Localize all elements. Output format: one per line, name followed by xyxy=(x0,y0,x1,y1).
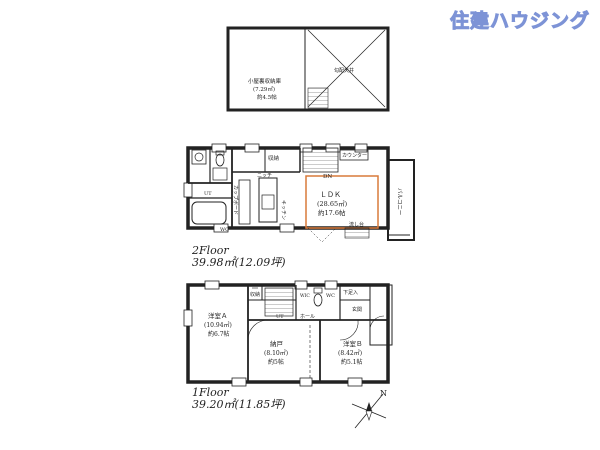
hall-label: ホール xyxy=(300,314,315,320)
kitchen-label: キッチン xyxy=(280,200,286,220)
f1-floor-area: 39.20㎡(11.85坪) xyxy=(192,398,286,411)
room-b-name: 洋室Ｂ xyxy=(343,339,363,348)
f1-storage-label: 収納 xyxy=(250,291,260,298)
f1-ut-label: UT xyxy=(276,314,284,320)
attic-floor: 小屋裏収納庫 (7.29㎡) 約4.5帖 勾配天井 xyxy=(226,26,390,112)
attic-name: 小屋裏収納庫 xyxy=(248,77,282,85)
f2-sink-label: 流し台 xyxy=(349,221,364,228)
room-a-area: (10.94㎡) xyxy=(204,321,232,329)
attic-area: (7.29㎡) xyxy=(253,85,275,93)
closet-name: 納戸 xyxy=(270,339,284,348)
f1-floor-name: 1Floor xyxy=(192,386,229,399)
room-a-name: 洋室Ａ xyxy=(208,311,228,320)
f2-floor-name: 2Floor xyxy=(192,244,229,257)
first-floor: 洋室Ａ (10.94㎡) 約6.7帖 納戸 (8.10㎡) 約5帖 洋室Ｂ (8… xyxy=(183,280,393,387)
ldk-name: ＬＤＫ xyxy=(320,191,341,199)
f2-counter-label: カウンター xyxy=(342,152,367,159)
attic-ceiling-label: 勾配天井 xyxy=(334,67,354,74)
f2-floor-area: 39.98㎡(12.09坪) xyxy=(192,256,286,269)
closet-area: (8.10㎡) xyxy=(264,349,288,357)
room-b-tatami: 約5.1帖 xyxy=(341,358,363,366)
f2-storage-label: 収納 xyxy=(268,154,280,162)
f1-wc-label: WC xyxy=(326,293,335,299)
brand-logo: 住建ハウジング xyxy=(449,10,590,33)
shoe-label: 下足入 xyxy=(343,290,358,296)
closet-tatami: 約5帖 xyxy=(268,358,284,366)
room-a-tatami: 約6.7帖 xyxy=(208,330,230,338)
room-b-area: (8.42㎡) xyxy=(338,349,362,357)
balcony-label: バルコニー xyxy=(396,188,403,215)
attic-tatami: 約4.5帖 xyxy=(257,93,277,101)
f2-wc-label: WC xyxy=(220,227,229,233)
ldk-area: (28.65㎡) xyxy=(317,199,348,208)
ldk-tatami: 約17.6帖 xyxy=(318,208,346,217)
cupboard-label: カップボード xyxy=(232,185,239,215)
f2-dn-label: DN xyxy=(323,174,332,180)
f2-niche-label: ニッチ xyxy=(257,173,272,179)
entrance-label: 玄関 xyxy=(352,306,362,313)
wic-label: WIC xyxy=(300,293,310,299)
f2-utility-label: UT xyxy=(204,191,212,197)
compass-north-label: N xyxy=(380,389,387,398)
compass-rose: N xyxy=(351,389,387,429)
second-floor: 収納 カウンター DN ニッチ WC UT ＬＤＫ (28.65㎡) 約17.6… xyxy=(183,143,415,243)
